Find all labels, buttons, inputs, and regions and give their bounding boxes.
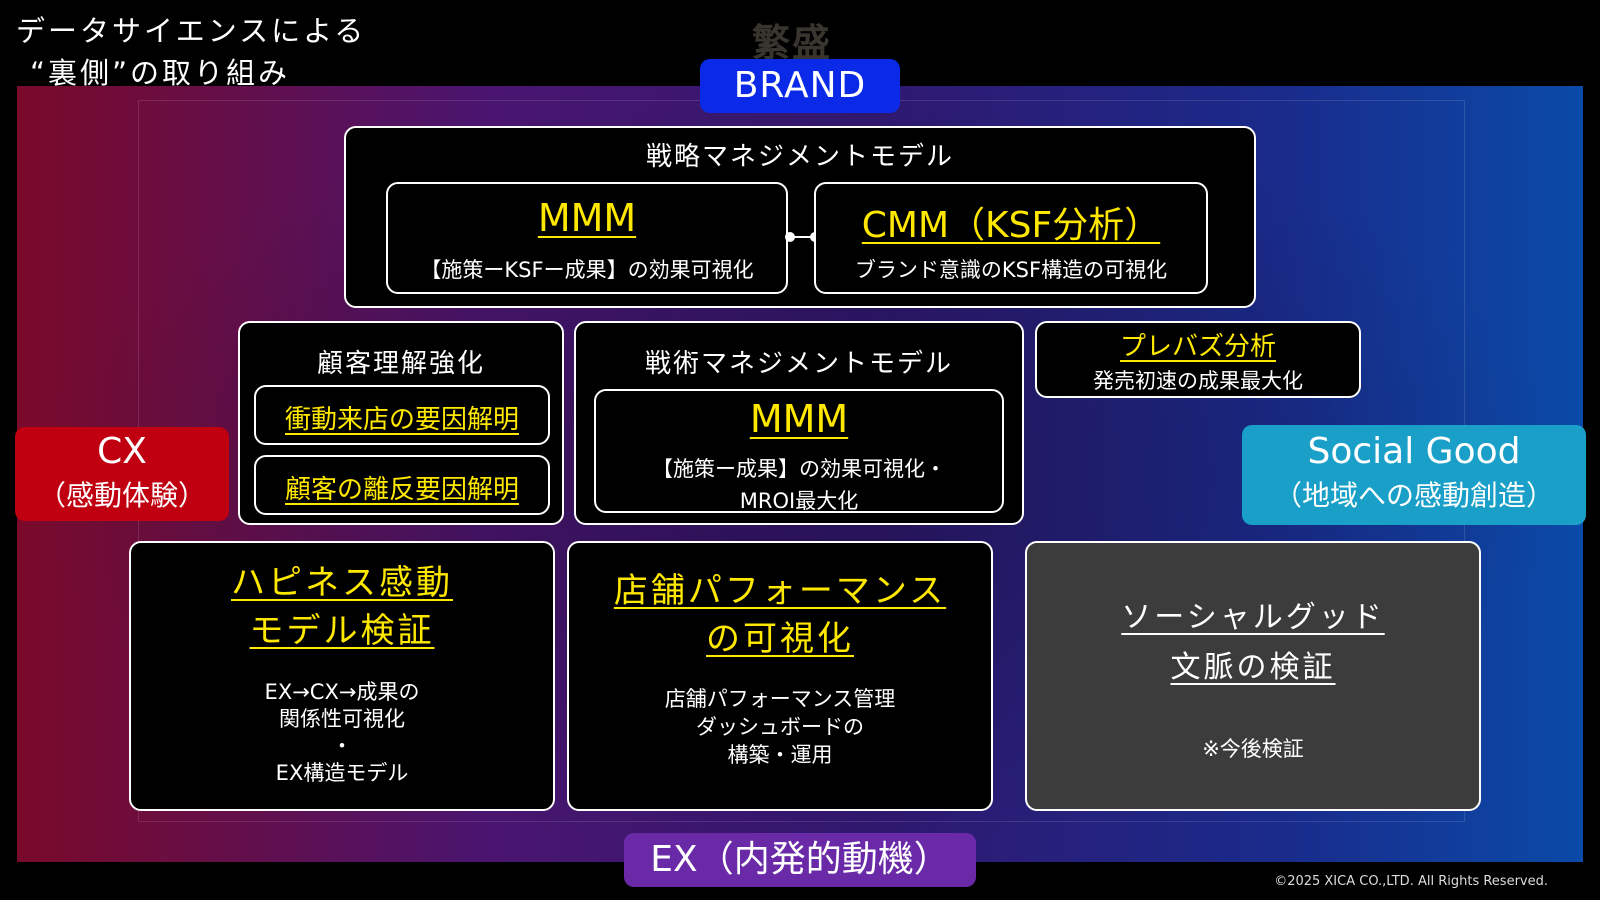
ex-label-text: EX（内発的動機） [650,839,950,880]
happiness-desc-line1: EX→CX→成果の [264,680,420,704]
happiness-title-line1: ハピネス感動 [231,563,453,603]
strategic-cmm-desc: ブランド意識のKSF構造の可視化 [854,258,1168,282]
strategic-cmm-title: CMM（KSF分析） [816,196,1206,248]
strategic-model-title: 戦略マネジメントモデル [645,142,954,172]
social-title-line1: ソーシャルグッド [1121,600,1385,635]
strategic-mmm-desc: 【施策ーKSFー成果】の効果可視化 [420,258,754,282]
social-verification-box: ソーシャルグッド 文脈の検証 ※今後検証 [1025,541,1481,811]
strategic-mmm-title: MMM [388,196,786,240]
social-good-label: Social Good （地域への感動創造） [1242,425,1586,525]
brand-label: BRAND [700,59,900,113]
customer-item-impulse-label: 衝動来店の要因解明 [256,399,548,436]
social-title: ソーシャルグッド 文脈の検証 [1027,593,1479,693]
prebuzz-desc: 発売初速の成果最大化 [1093,369,1303,393]
page-title-line1: データサイエンスによる [16,14,367,48]
page-title: データサイエンスによる “裏側”の取り組み [16,10,366,94]
strategic-model-box: 戦略マネジメントモデル MMM 【施策ーKSFー成果】の効果可視化 CMM（KS… [344,126,1256,308]
store-desc-line3: 構築・運用 [727,743,833,767]
connector-line [790,236,814,238]
customer-understanding-box: 顧客理解強化 衝動来店の要因解明 顧客の離反要因解明 [238,321,564,525]
happiness-model-box: ハピネス感動 モデル検証 EX→CX→成果の 関係性可視化 ・ EX構造モデル [129,541,555,811]
cx-label-text: CX [97,431,147,472]
prebuzz-title-text: プレバズ分析 [1119,332,1276,362]
copyright: ©2025 XICA CO.,LTD. All Rights Reserved. [1274,874,1548,889]
store-performance-box: 店舗パフォーマンス の可視化 店舗パフォーマンス管理 ダッシュボードの 構築・運… [567,541,993,811]
happiness-desc-line3: ・ [331,734,353,758]
happiness-desc-line4: EX構造モデル [275,761,409,785]
tactical-mmm-desc1: 【施策ー成果】の効果可視化・ [652,457,946,481]
customer-item-churn-label: 顧客の離反要因解明 [256,469,548,506]
happiness-title: ハピネス感動 モデル検証 [131,559,553,655]
tactical-mmm-title-text: MMM [749,397,849,441]
happiness-title-line2: モデル検証 [249,611,435,651]
prebuzz-box: プレバズ分析 発売初速の成果最大化 [1035,321,1361,398]
customer-item-impulse: 衝動来店の要因解明 [254,385,550,445]
tactical-model-title: 戦術マネジメントモデル [644,349,953,379]
brand-label-text: BRAND [733,65,867,106]
tactical-mmm-title: MMM [596,397,1002,441]
tactical-model-box: 戦術マネジメントモデル MMM 【施策ー成果】の効果可視化・ MROI最大化 [574,321,1024,525]
social-title-line2: 文脈の検証 [1170,650,1336,685]
customer-item-impulse-text: 衝動来店の要因解明 [284,405,519,435]
social-desc: ※今後検証 [1202,737,1304,761]
store-desc-line2: ダッシュボードの [696,715,864,739]
cx-label-sub: （感動体験） [37,479,206,512]
strategic-cmm-box: CMM（KSF分析） ブランド意識のKSF構造の可視化 [814,182,1208,294]
customer-understanding-title: 顧客理解強化 [316,349,485,379]
ex-label: EX（内発的動機） [624,833,976,887]
happiness-desc-line2: 関係性可視化 [279,707,405,731]
happiness-desc: EX→CX→成果の 関係性可視化 ・ EX構造モデル [131,679,553,787]
strategic-mmm-title-text: MMM [537,196,637,240]
store-title-line1: 店舗パフォーマンス [613,571,947,611]
customer-item-churn: 顧客の離反要因解明 [254,455,550,515]
store-title: 店舗パフォーマンス の可視化 [569,567,991,663]
store-title-line2: の可視化 [706,619,854,659]
store-desc-line1: 店舗パフォーマンス管理 [664,687,896,711]
prebuzz-title: プレバズ分析 [1037,326,1359,363]
tactical-mmm-desc2: MROI最大化 [739,489,859,513]
strategic-mmm-box: MMM 【施策ーKSFー成果】の効果可視化 [386,182,788,294]
social-good-label-sub: （地域への感動創造） [1273,479,1554,512]
watermark-text: 繁盛 [752,20,833,65]
tactical-mmm-box: MMM 【施策ー成果】の効果可視化・ MROI最大化 [594,389,1004,513]
store-desc: 店舗パフォーマンス管理 ダッシュボードの 構築・運用 [569,685,991,769]
customer-item-churn-text: 顧客の離反要因解明 [284,475,519,505]
cx-label: CX （感動体験） [15,427,229,521]
page-title-line2: “裏側”の取り組み [30,56,291,90]
social-good-label-text: Social Good [1307,431,1521,472]
strategic-cmm-title-text: CMM（KSF分析） [861,205,1161,246]
